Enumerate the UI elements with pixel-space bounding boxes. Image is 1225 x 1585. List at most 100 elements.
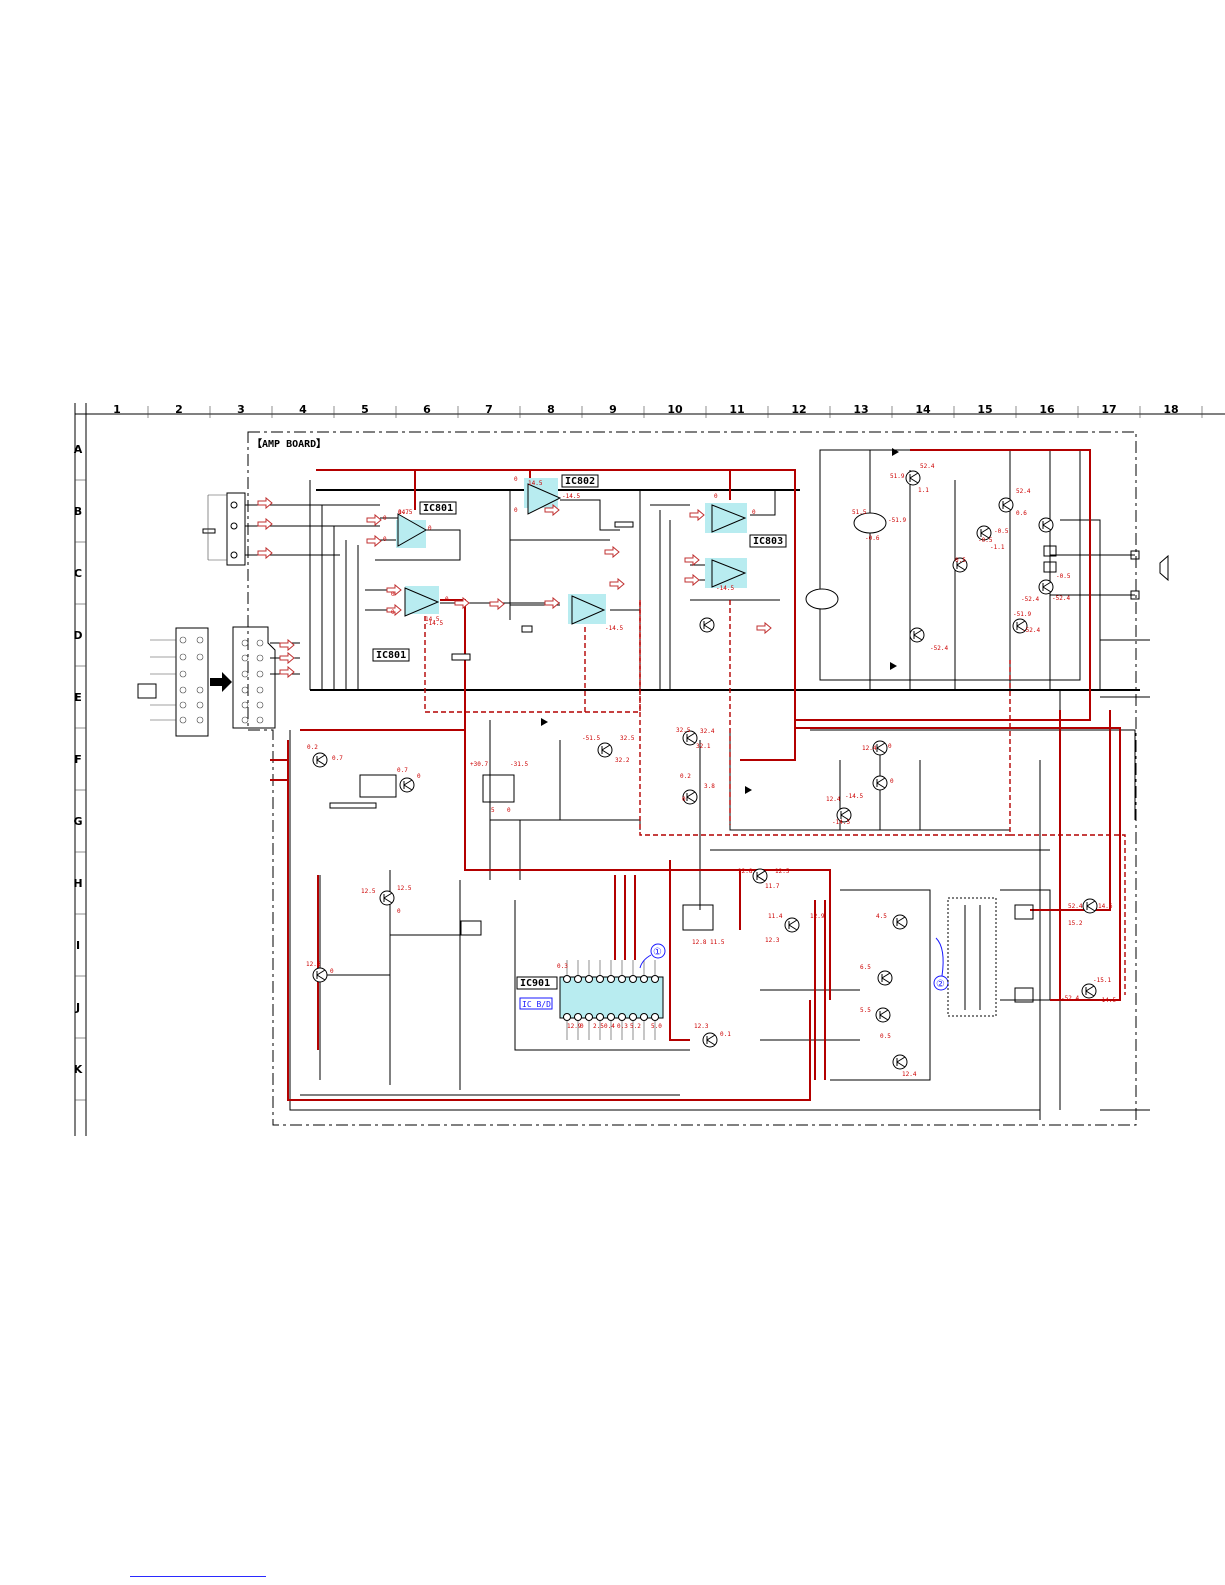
board-title: 【AMP BOARD】 — [252, 437, 326, 450]
ic901-pin — [563, 975, 571, 983]
grid-row-I: I — [76, 939, 80, 952]
voltage-label: -52.4 — [1022, 627, 1040, 634]
voltage-label: 0.3 — [617, 1023, 628, 1030]
voltage-label: 14.6 — [1098, 903, 1113, 910]
voltage-label: 0.2 — [680, 773, 691, 780]
voltage-label: -52.4 — [1052, 595, 1070, 602]
ic801-bottom-opamp — [404, 586, 440, 617]
ic901-pin — [651, 1013, 659, 1021]
voltage-label: 51.9 — [890, 473, 905, 480]
voltage-label: 32.2 — [615, 757, 630, 764]
signal-arrow-icon — [386, 603, 402, 617]
grid-column-5: 5 — [361, 403, 369, 416]
ic901-pins — [563, 960, 659, 1040]
voltage-label: 32.5 — [676, 727, 691, 734]
voltage-label: 2.5 — [593, 1023, 604, 1030]
marker-1: ① — [639, 943, 666, 969]
svg-text:①: ① — [653, 947, 662, 958]
grid-row-K: K — [74, 1063, 83, 1076]
grid-column-1: 1 — [113, 403, 121, 416]
signal-arrow-icon — [544, 596, 560, 610]
ic802-label: IC802 — [565, 476, 595, 487]
signal-arrow-icon — [454, 596, 470, 610]
dashed-traces — [424, 595, 1126, 995]
voltage-label: 12.5 — [361, 888, 376, 895]
voltage-label: -0.6 — [865, 535, 880, 542]
signal-arrow-icon — [544, 503, 560, 517]
ic901-pin — [618, 1013, 626, 1021]
footer-link-underline — [130, 1576, 266, 1577]
ic802-bottom-opamp — [568, 594, 606, 625]
signal-arrow-icon — [609, 577, 625, 591]
voltage-label: -0.5 — [994, 528, 1009, 535]
power-traces — [270, 449, 1121, 1101]
voltage-label: -14.5 — [716, 585, 734, 592]
grid-row-E: E — [74, 691, 82, 704]
signal-arrow-icon — [604, 545, 620, 559]
dual-transistor — [805, 588, 839, 610]
grid-column-8: 8 — [547, 403, 555, 416]
voltage-label: 12.5 — [397, 885, 412, 892]
signal-arrow-icon — [257, 517, 273, 531]
signal-arrow-icon — [689, 508, 705, 522]
signal-arrow-icon — [279, 665, 295, 679]
voltage-label: 0 — [391, 609, 395, 616]
grid-row-J: J — [75, 1001, 80, 1014]
voltage-label: 0.7 — [398, 509, 409, 516]
ic901-pin — [618, 975, 626, 983]
signal-arrow-icon — [279, 651, 295, 665]
voltage-label: -14.5 — [832, 819, 850, 826]
voltage-label: 0.3 — [557, 963, 568, 970]
voltage-label: 11.7 — [765, 883, 780, 890]
voltage-label: 0.1 — [720, 1031, 731, 1038]
grid-row-F: F — [74, 753, 82, 766]
signal-arrow-icon — [366, 513, 382, 527]
signal-arrow-icon — [366, 534, 382, 548]
ic901-pin — [563, 1013, 571, 1021]
voltage-label: -1.1 — [990, 544, 1005, 551]
voltage-label: 0 — [330, 968, 334, 975]
signal-arrow-icon — [257, 546, 273, 560]
voltage-label: 3.8 — [704, 783, 715, 790]
voltage-label: -14.5 — [562, 493, 580, 500]
grid-row-H: H — [73, 877, 82, 890]
board-outline — [247, 431, 1137, 1126]
voltage-label: -14.5 — [845, 793, 863, 800]
voltage-label: 4.5 — [876, 913, 887, 920]
voltage-label: 0.4 — [604, 1023, 615, 1030]
voltage-label: 0 — [752, 509, 756, 516]
voltage-label: 12.4 — [826, 796, 841, 803]
grid-row-C: C — [74, 567, 82, 580]
voltage-label: 32.5 — [620, 735, 635, 742]
ic901-pin — [574, 975, 582, 983]
ic901-sublabel: IC B/D — [522, 1000, 551, 1009]
voltage-label: 12.5 — [775, 868, 790, 875]
grid-column-6: 6 — [423, 403, 431, 416]
voltage-label: 0 — [445, 596, 449, 603]
voltage-label: -0.5 — [978, 537, 993, 544]
ic901-pin — [607, 975, 615, 983]
voltage-label: 12.8 — [738, 868, 753, 875]
transistors — [312, 470, 1098, 1070]
grid-column-15: 15 — [977, 403, 992, 416]
voltage-label: 0.5 — [955, 557, 966, 564]
voltage-label: 32.4 — [700, 728, 715, 735]
voltage-label: 12.4 — [902, 1071, 917, 1078]
voltage-label: 52.4 — [920, 463, 935, 470]
voltage-label: -52.4 — [930, 645, 948, 652]
voltage-label: 14.5 — [398, 509, 413, 516]
voltage-label: 0 — [391, 591, 395, 598]
svg-text:②: ② — [936, 979, 945, 990]
voltage-label: -51.9 — [888, 517, 906, 524]
voltage-label: 5 — [491, 807, 495, 814]
voltage-label: 32.1 — [696, 743, 711, 750]
grid-column-7: 7 — [485, 403, 493, 416]
signal-arrow-icon — [756, 621, 772, 635]
voltage-label: 5.0 — [651, 1023, 662, 1030]
dual-transistor — [853, 512, 887, 534]
voltage-label: 0 — [714, 493, 718, 500]
grid-row-B: B — [74, 505, 82, 518]
